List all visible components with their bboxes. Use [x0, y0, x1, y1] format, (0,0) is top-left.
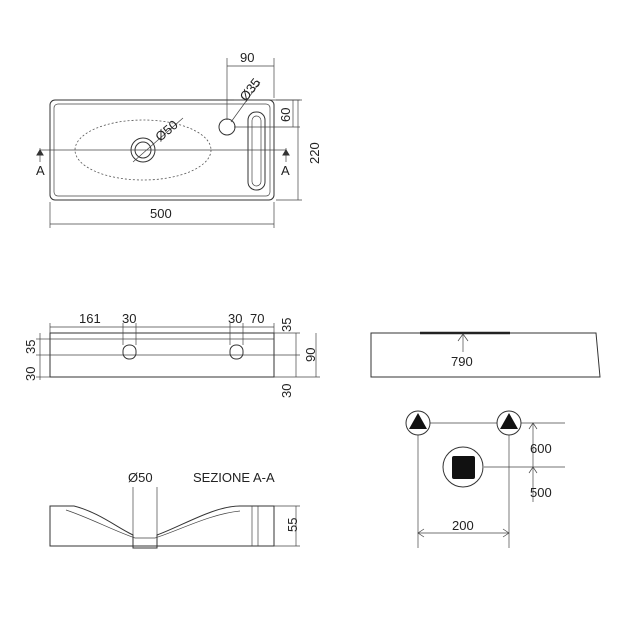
dim-d50-section: Ø50 [128, 470, 153, 485]
dim-35-left: 35 [23, 340, 38, 354]
section-marker-right: A [281, 163, 290, 178]
dim-600: 600 [530, 441, 552, 456]
section-title: SEZIONE A-A [193, 470, 275, 485]
dim-500-plumbing: 500 [530, 485, 552, 500]
section-view: SEZIONE A-A Ø50 55 [49, 470, 300, 549]
side-slot [247, 111, 266, 191]
water-inlet-left-icon [405, 410, 431, 436]
top-view: A A 90 Ø35 60 220 Ø50 500 [36, 50, 322, 228]
section-inner-curve [65, 509, 241, 539]
front-hole-left [122, 344, 137, 360]
section-outline [49, 505, 275, 549]
dim-30-right-top: 30 [228, 311, 242, 326]
front-view: 161 30 30 70 35 30 35 90 30 [23, 311, 320, 398]
dim-30-bottom: 30 [279, 384, 294, 398]
dim-30-left-top: 30 [122, 311, 136, 326]
front-hole-right [229, 344, 244, 360]
dim-500: 500 [150, 206, 172, 221]
plumbing-view: 200 600 500 [405, 410, 565, 548]
dim-d50-top: Ø50 [152, 117, 180, 144]
dim-200: 200 [452, 518, 474, 533]
waste-outlet-icon [442, 446, 484, 488]
dim-30-left-vertical: 30 [23, 367, 38, 381]
side-outline [370, 332, 601, 378]
dim-220: 220 [307, 142, 322, 164]
dim-70: 70 [250, 311, 264, 326]
dim-90-front: 90 [303, 348, 318, 362]
side-slot-inner [251, 115, 262, 187]
dim-55: 55 [285, 518, 300, 532]
water-inlet-right-icon [496, 410, 522, 436]
tap-hole [218, 118, 236, 136]
dim-90-top: 90 [240, 50, 254, 65]
dim-161: 161 [79, 311, 101, 326]
side-view: 790 [370, 331, 601, 378]
dim-35-right: 35 [279, 318, 294, 332]
dim-790: 790 [451, 354, 473, 369]
section-marker-left: A [36, 163, 45, 178]
dim-60: 60 [278, 108, 293, 122]
